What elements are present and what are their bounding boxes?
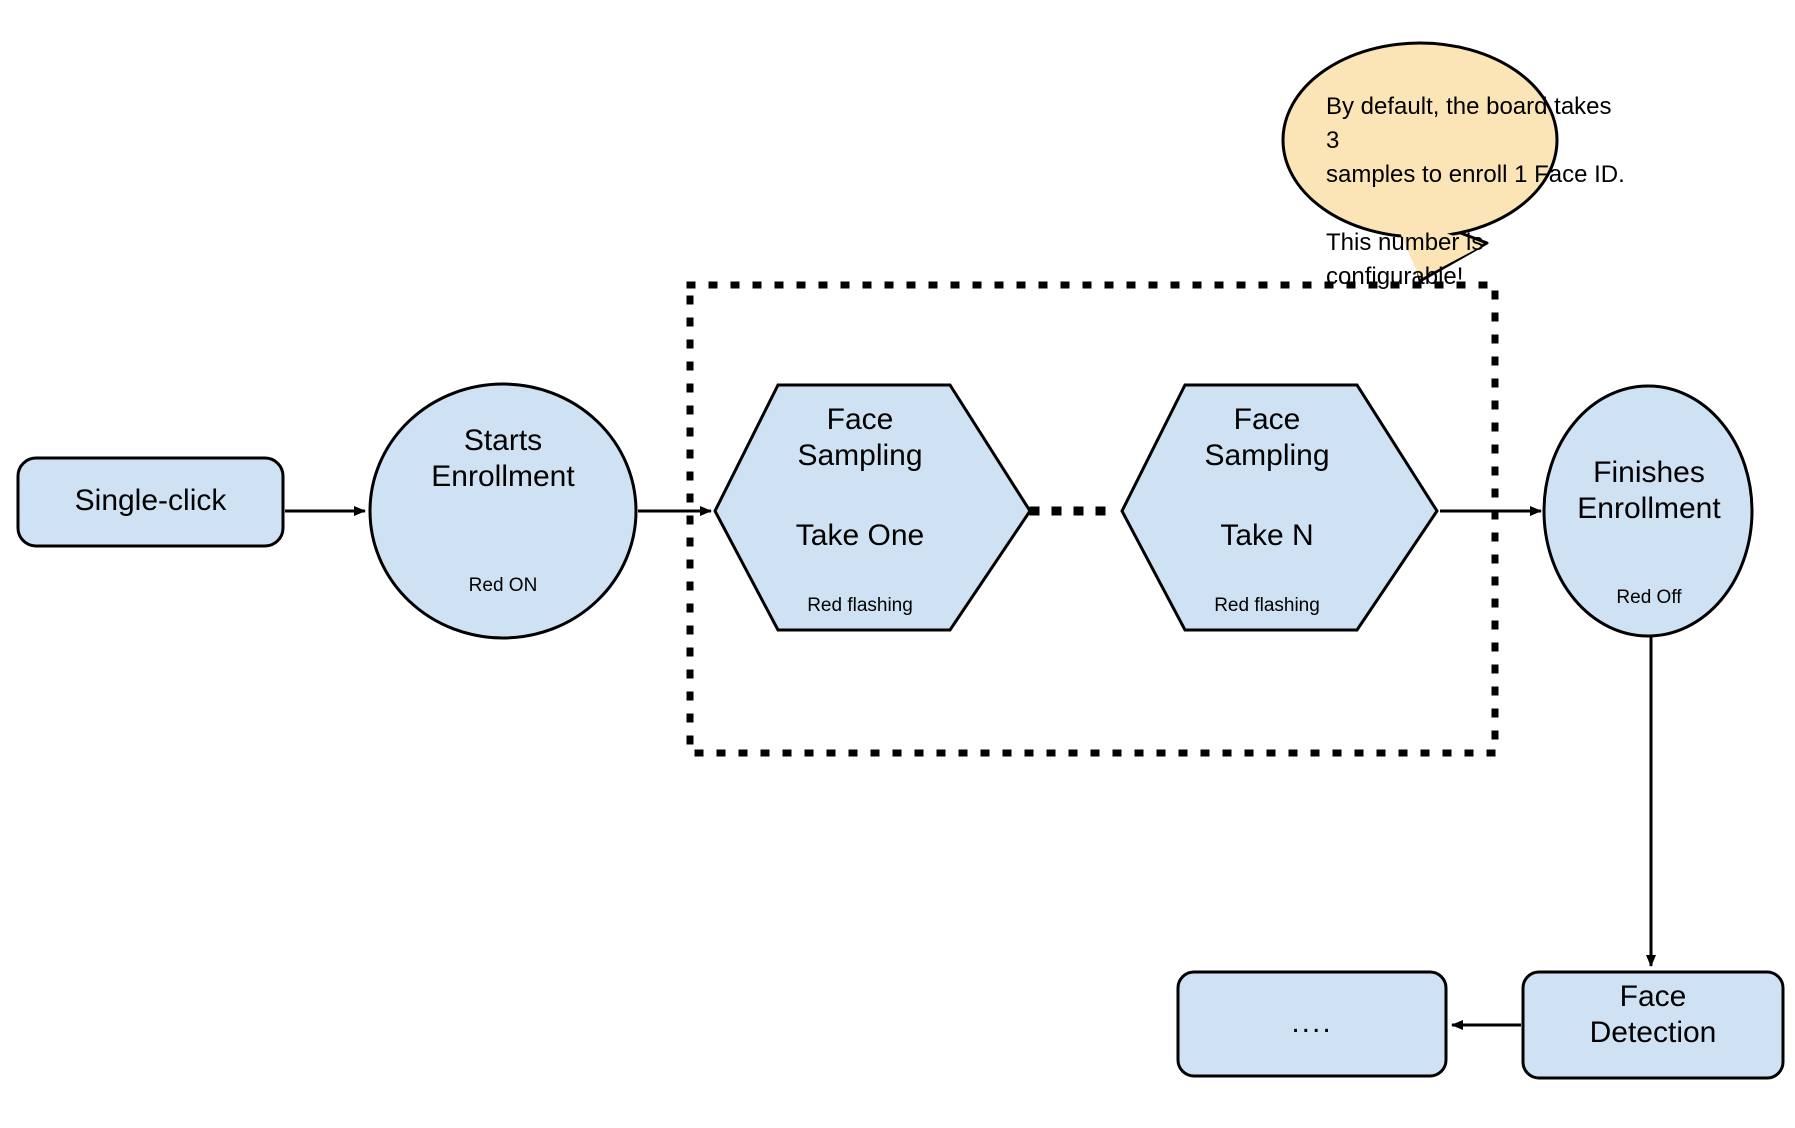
node-finishes-enrollment-shape[interactable] [1542,384,1754,638]
node-face-sampling-one-status: Red flashing [807,595,913,616]
node-starts-enrollment-status: Red ON [468,575,538,596]
node-face-sampling-n-status: Red flashing [1214,595,1320,616]
node-face-sampling-one-sublabel: Take One [795,519,925,552]
callout-tail-inner-fill [1392,214,1482,279]
node-single-click-label: Single-click [74,484,227,517]
node-face-detection-shape[interactable] [1521,970,1785,1080]
node-face-sampling-n-sublabel: Take N [1220,519,1314,552]
sampling-group-border [686,281,1499,757]
node-finishes-enrollment-status: Red Off [1616,587,1682,608]
callout-text: By default, the board takes 3 samples to… [1326,93,1625,290]
node-starts-enrollment-label: Starts Enrollment [431,424,575,493]
node-face-sampling-one-label: Face Sampling [797,403,923,472]
node-face-sampling-n-shape[interactable] [1120,383,1439,632]
node-single-click-shape[interactable] [16,456,285,548]
node-face-detection-label: Face Detection [1589,980,1717,1049]
node-ellipsis-box-label: .... [1291,1006,1333,1039]
node-face-sampling-n-label: Face Sampling [1204,403,1330,472]
node-ellipsis-box-shape[interactable] [1176,970,1448,1078]
node-finishes-enrollment-label: Finishes Enrollment [1577,456,1721,525]
node-face-sampling-one-shape[interactable] [713,383,1032,632]
callout-balloon-shape [1281,41,1559,239]
callout-tail-shape [1406,211,1489,283]
node-starts-enrollment-shape[interactable] [368,382,638,640]
